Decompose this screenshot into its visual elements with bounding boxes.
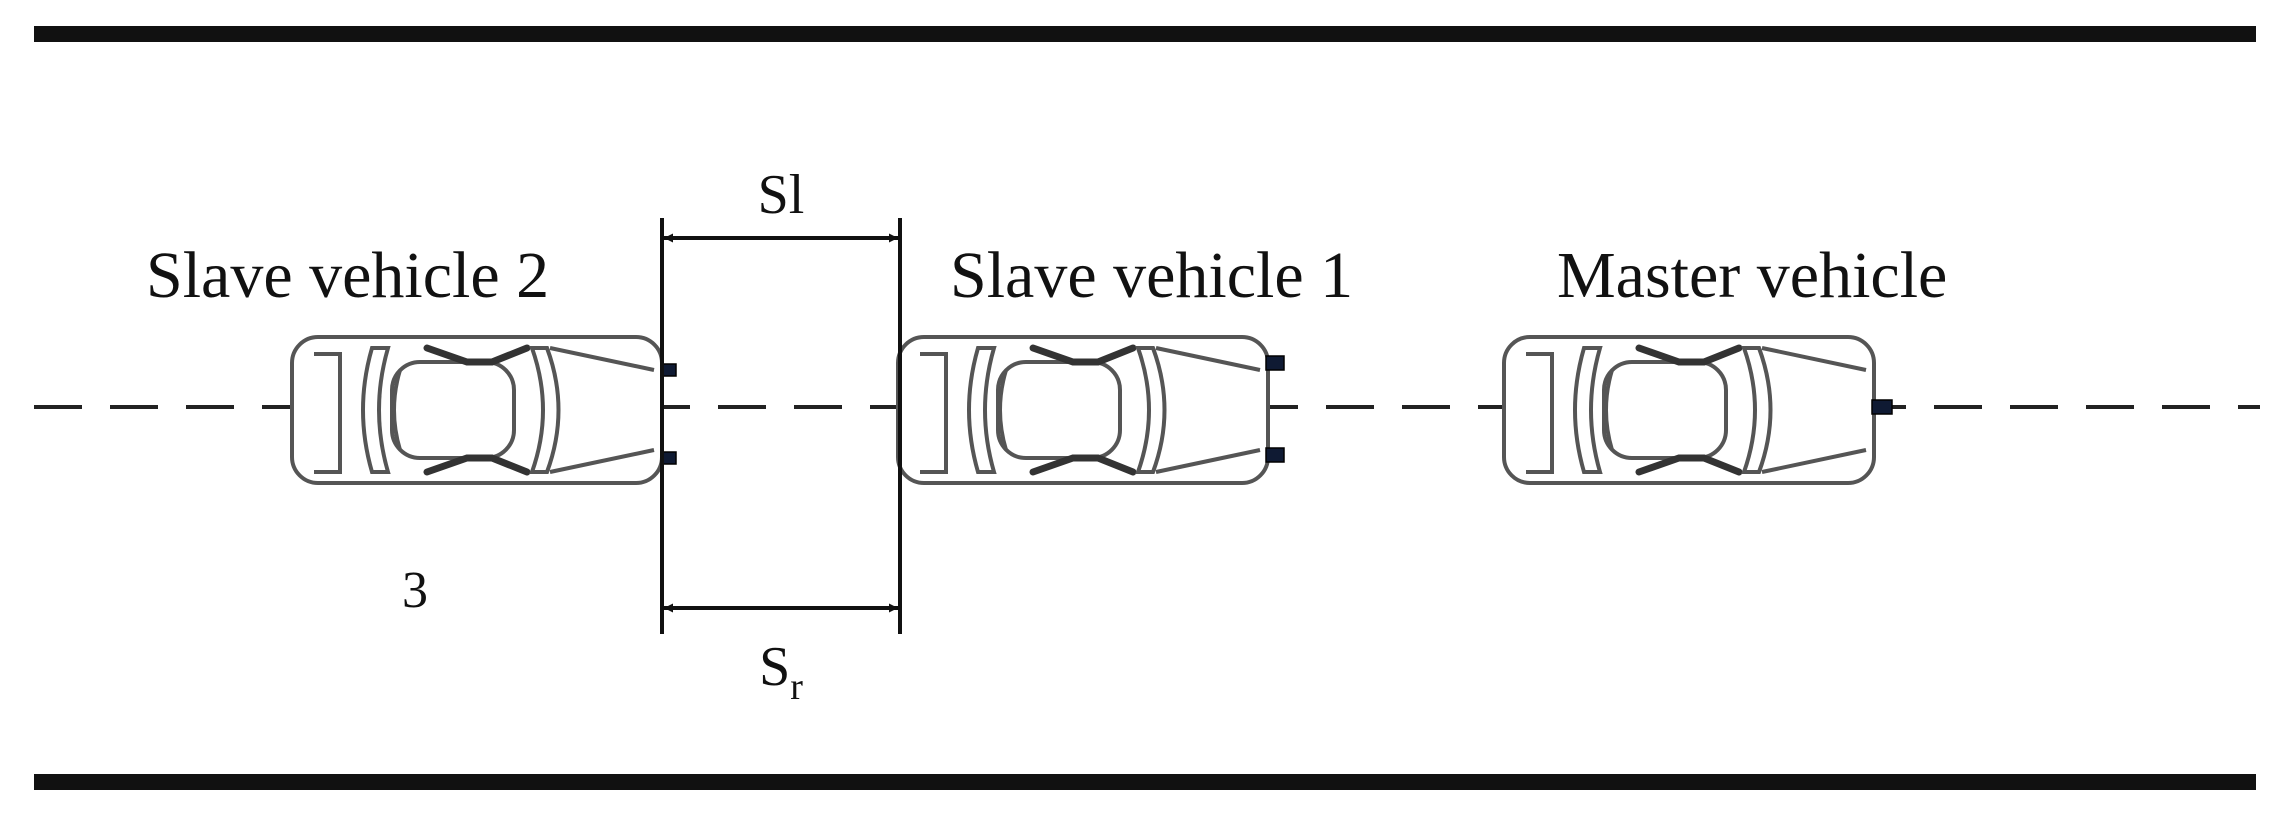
slave-vehicle-1-car bbox=[898, 337, 1285, 483]
master-vehicle-label: Master vehicle bbox=[1557, 239, 1947, 312]
front-sensor-upper bbox=[1265, 355, 1285, 371]
master-vehicle-car bbox=[1504, 337, 1893, 483]
road-edge-bottom bbox=[34, 774, 2256, 790]
annotation-number: 3 bbox=[402, 562, 428, 619]
sr-label-subscript: r bbox=[790, 666, 803, 708]
sr-dimension-label: Sr bbox=[759, 636, 803, 708]
sr-label-base: S bbox=[759, 636, 790, 698]
slave-vehicle-1-label: Slave vehicle 1 bbox=[950, 239, 1353, 312]
front-sensor-upper bbox=[661, 363, 677, 377]
front-sensor-lower bbox=[661, 451, 677, 465]
slave-vehicle-2-label: Slave vehicle 2 bbox=[146, 239, 549, 312]
front-sensor bbox=[1871, 399, 1893, 415]
slave-vehicle-2-car bbox=[292, 337, 677, 483]
front-sensor-lower bbox=[1265, 447, 1285, 463]
sl-dimension-label: Sl bbox=[758, 164, 805, 226]
road-edge-top bbox=[34, 26, 2256, 42]
